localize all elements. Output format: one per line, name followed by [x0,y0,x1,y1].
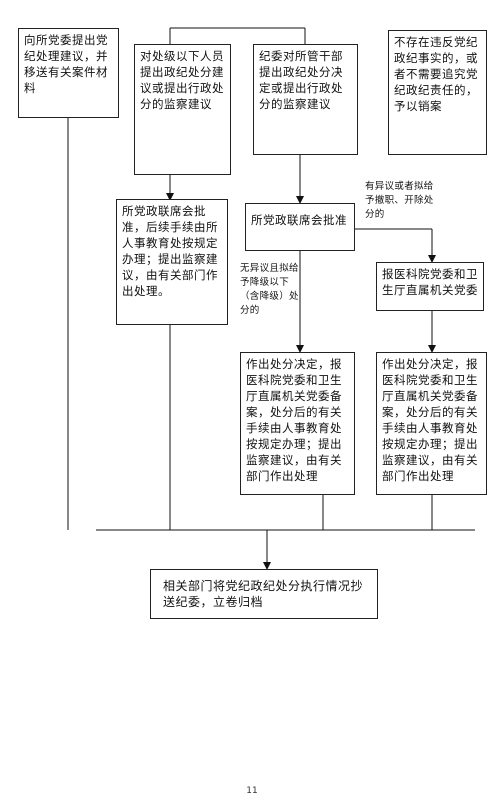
final-archive-box: 相关部门将党纪政纪处分执行情况抄送纪委，立卷归档 [150,569,378,619]
discipline-box: 纪委对所管干部提出政纪处分决定或提出行政处分的监察建议 [253,44,358,155]
no-violation-box: 不存在违反党纪政纪事实的，或者不需要追究党纪政纪责任的，予以销案 [388,30,487,155]
joint-meeting-left-box: 所党政联席会批准，后续手续由所人事教育处按规定办理；提出监察建议，由有关部门作出… [116,199,228,325]
no-objection-label: 无异议且拟给予降级以下（含降级）处分的 [240,263,299,316]
decision-right-box: 作出处分决定，报医科院党委和卫生厅直属机关党委备案，处分后的有关手续由人事教育处… [376,352,487,495]
joint-meeting-box: 所党政联席会批准 [245,203,355,251]
below-section-box: 对处级以下人员提出政纪处分建议或提出行政处分的监察建议 [134,44,231,175]
decision-mid-box: 作出处分决定，报医科院党委和卫生厅直属机关党委备案，处分后的有关手续由人事教育处… [240,352,355,495]
page-number: 11 [246,786,258,796]
report-committee-box: 报医科院党委和卫生厅直属机关党委 [376,262,484,311]
objection-label: 有异议或者拟给予撤职、开除处分的 [365,181,434,220]
dept-party-box: 向所党委提出党纪处理建议，并移送有关案件材料 [18,28,119,118]
